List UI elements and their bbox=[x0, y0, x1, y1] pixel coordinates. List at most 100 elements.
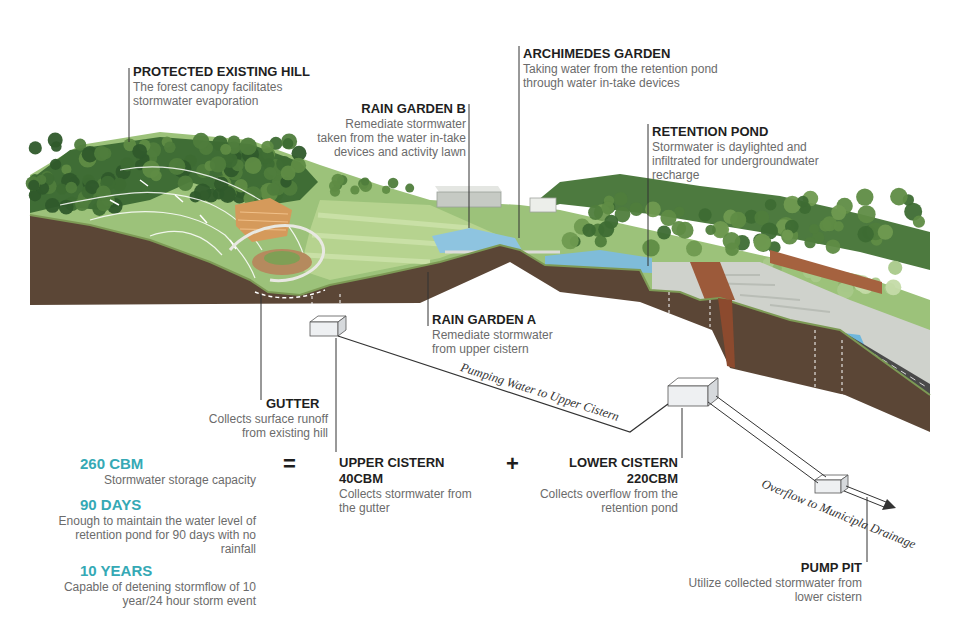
tree bbox=[588, 205, 603, 220]
terrace-garden bbox=[235, 198, 292, 242]
tree bbox=[190, 191, 202, 203]
callout-heading: 40CBM bbox=[339, 471, 499, 487]
callout-body: The forest canopy facilitates stormwater… bbox=[133, 80, 328, 108]
callout-heading: ARCHIMEDES GARDEN bbox=[523, 46, 763, 62]
callout-heading: LOWER CISTERN bbox=[528, 455, 678, 471]
tree bbox=[264, 167, 277, 180]
tree bbox=[614, 192, 628, 206]
tree bbox=[642, 239, 659, 256]
tree bbox=[913, 216, 925, 228]
tree bbox=[602, 202, 615, 215]
tree bbox=[59, 200, 74, 215]
tree bbox=[657, 226, 671, 240]
tree bbox=[382, 186, 390, 194]
tree bbox=[267, 183, 280, 196]
callout-body: Capable of detening stormflow of 10 year… bbox=[46, 580, 256, 608]
tree bbox=[240, 138, 257, 155]
path-loop bbox=[230, 226, 324, 281]
statistic-value: 10 YEARS bbox=[80, 562, 240, 579]
callout-body: Utilize collected stormwater from lower … bbox=[687, 576, 862, 604]
tree bbox=[604, 215, 618, 229]
retaining-wall bbox=[770, 250, 882, 294]
callout-heading: RAIN GARDEN B bbox=[316, 101, 466, 117]
callout-heading: RAIN GARDEN A bbox=[432, 312, 592, 328]
drainage-pipe bbox=[844, 486, 886, 507]
tree bbox=[220, 144, 231, 155]
callout-heading: PROTECTED EXISTING HILL bbox=[133, 64, 393, 80]
tree bbox=[94, 146, 109, 161]
tree bbox=[332, 174, 344, 186]
terrace-lines bbox=[238, 212, 288, 230]
lower-cistern bbox=[668, 378, 718, 406]
tree bbox=[193, 133, 209, 149]
tree bbox=[178, 176, 193, 191]
rain-garden-a-planting bbox=[264, 251, 300, 265]
tree bbox=[29, 141, 42, 154]
tree bbox=[705, 225, 715, 235]
tree bbox=[582, 224, 595, 237]
callout-body: Remediate stormwater from upper cistern bbox=[432, 328, 562, 356]
tree bbox=[686, 241, 702, 257]
small-building bbox=[530, 198, 556, 212]
operator-symbol: = bbox=[283, 452, 313, 476]
callout-body: Taking water from the retention pond thr… bbox=[523, 62, 723, 90]
tree bbox=[699, 208, 712, 221]
overflow-pipe bbox=[708, 396, 826, 483]
tree bbox=[677, 222, 694, 239]
tree bbox=[630, 202, 644, 216]
tree bbox=[142, 160, 160, 178]
tree bbox=[350, 185, 359, 194]
tree bbox=[245, 157, 262, 174]
tree bbox=[660, 210, 676, 226]
tree bbox=[388, 178, 399, 189]
tree bbox=[765, 199, 777, 211]
pipe-label: Pumping Water to Upper Cistern bbox=[459, 360, 621, 424]
tree bbox=[261, 141, 273, 153]
tree bbox=[164, 142, 176, 154]
tree bbox=[782, 229, 793, 240]
tree bbox=[26, 176, 41, 191]
tree bbox=[725, 242, 739, 256]
tree bbox=[234, 179, 247, 192]
tree bbox=[562, 232, 579, 249]
tree bbox=[210, 156, 226, 172]
tree bbox=[28, 180, 39, 191]
tree bbox=[878, 224, 893, 239]
callout-body: Collects stormwater from the gutter bbox=[339, 487, 489, 515]
callout-heading: GUTTER bbox=[266, 396, 386, 412]
tree bbox=[361, 178, 369, 186]
callout-heading: RETENTION POND bbox=[652, 124, 892, 140]
tree bbox=[797, 196, 808, 207]
tree bbox=[45, 198, 60, 213]
pipe-label: Overflow to Municipla Drainage bbox=[759, 476, 918, 552]
tree bbox=[51, 141, 62, 152]
operator-symbol: + bbox=[506, 452, 536, 476]
tree bbox=[834, 221, 844, 231]
callout-body: Enough to maintain the water level of re… bbox=[46, 514, 256, 556]
rain-garden-a bbox=[252, 249, 312, 275]
tree bbox=[888, 261, 902, 275]
tree bbox=[219, 186, 236, 203]
tree bbox=[754, 234, 771, 251]
statistic-value: 260 CBM bbox=[80, 455, 240, 472]
callout-heading: 220CBM bbox=[528, 471, 678, 487]
tree bbox=[858, 205, 876, 223]
soil-section bbox=[30, 215, 930, 432]
callout-body: Remediate stormwater taken from the wate… bbox=[316, 117, 466, 159]
tree bbox=[826, 239, 841, 254]
callout-body: Collects overflow from the retention pon… bbox=[538, 487, 678, 515]
tree bbox=[645, 201, 661, 217]
tree bbox=[886, 279, 902, 295]
callout-body: Stormwater storage capacity bbox=[41, 473, 256, 487]
tree bbox=[405, 184, 414, 193]
tree bbox=[169, 158, 186, 175]
tree bbox=[809, 224, 819, 234]
tree bbox=[132, 144, 147, 159]
wall-section bbox=[718, 298, 735, 368]
statistic-value: 90 DAYS bbox=[80, 496, 240, 513]
gutter-flow bbox=[255, 290, 325, 298]
tree bbox=[890, 188, 908, 206]
pump-pit bbox=[815, 475, 848, 493]
tree bbox=[831, 205, 846, 220]
